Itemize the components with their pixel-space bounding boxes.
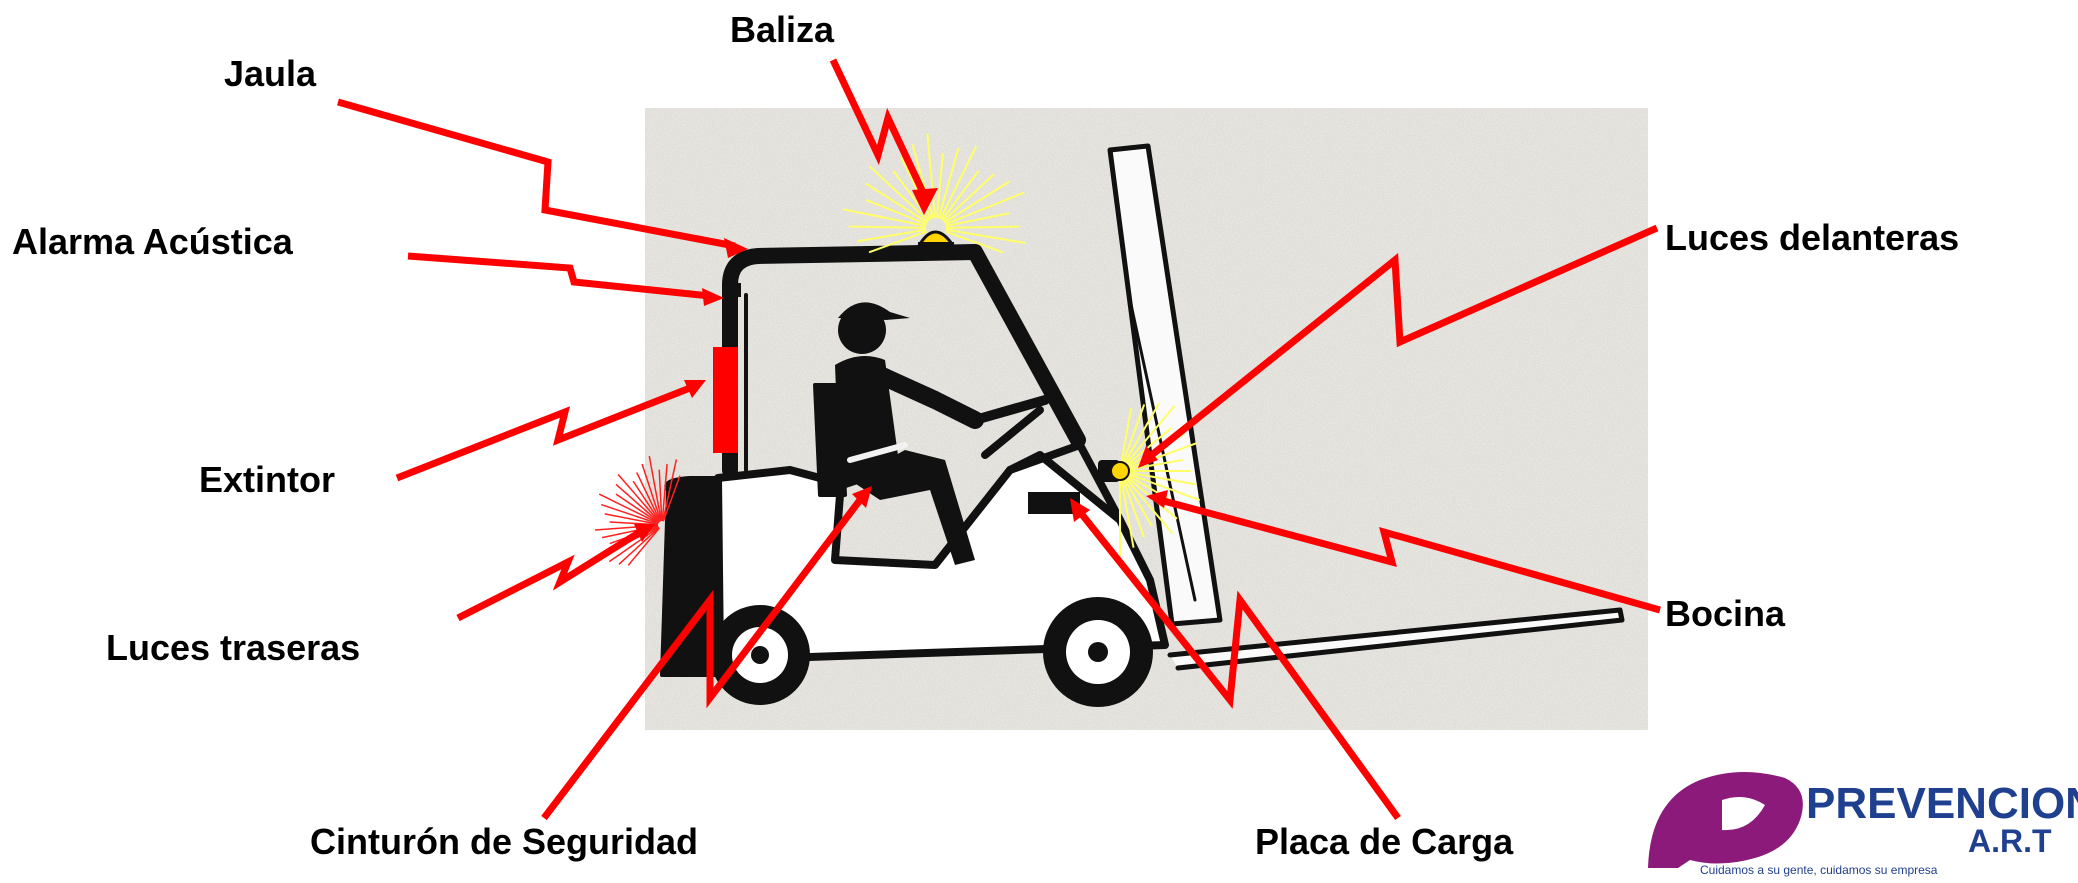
arrowhead-jaula: [724, 238, 748, 258]
label-luces-traseras: Luces traseras: [106, 627, 361, 668]
label-baliza: Baliza: [730, 9, 835, 50]
arrow-luces-delanteras: [1145, 224, 1659, 461]
label-bocina: Bocina: [1665, 593, 1786, 634]
arrow-jaula: [337, 98, 736, 250]
light-ray: [627, 527, 661, 566]
arrowhead-bocina: [1146, 490, 1168, 508]
light-ray: [945, 212, 1010, 227]
label-cinturon: Cinturón de Seguridad: [310, 821, 699, 862]
light-ray: [1122, 404, 1146, 462]
arrow-extintor: [395, 384, 692, 482]
light-ray: [1120, 480, 1135, 548]
operator-arm: [871, 366, 984, 429]
light-ray: [941, 170, 980, 221]
arrow-alarma: [407, 252, 711, 300]
label-extintor: Extintor: [199, 459, 336, 500]
logo-tagline: Cuidamos a su gente, cuidamos su empresa: [1700, 863, 1938, 877]
forklift-illustration: [660, 143, 1625, 707]
light-ray: [641, 463, 662, 522]
front-wheel: [1043, 597, 1153, 707]
logo-name: PREVENCION: [1806, 779, 2078, 828]
light-ray: [1127, 426, 1173, 466]
light-ray: [857, 228, 927, 243]
light-ray: [1122, 480, 1146, 538]
callout-arrows: [337, 58, 1661, 821]
light-ray: [615, 483, 660, 523]
extinguisher: [713, 347, 738, 453]
light-ray: [935, 153, 944, 219]
operator-legs: [850, 450, 975, 565]
light-ray: [848, 225, 927, 229]
light-ray: [945, 228, 1026, 245]
light-ray: [1124, 479, 1153, 527]
light-ray: [1120, 408, 1133, 462]
light-ray: [945, 225, 1020, 229]
label-placa: Placa de Carga: [1255, 821, 1514, 862]
arrowhead-baliza: [912, 188, 938, 215]
arrow-luces-traseras: [456, 529, 642, 622]
light-ray: [868, 165, 930, 222]
light-ray: [604, 513, 659, 525]
arrowhead-luces-traseras: [634, 524, 655, 542]
light-ray: [662, 459, 678, 522]
steering-column: [981, 406, 1044, 459]
light-ray: [865, 199, 928, 226]
operator-cap: [838, 302, 910, 320]
light-ray: [632, 480, 661, 523]
light-ray: [1125, 478, 1174, 535]
light-ray: [1129, 473, 1201, 502]
light-ray: [1129, 471, 1197, 486]
arrowhead-alarma: [702, 288, 724, 306]
light-ray: [615, 493, 660, 524]
light-ray: [842, 208, 927, 227]
seatbelt: [847, 442, 908, 463]
arrowhead-cinturon: [852, 486, 872, 508]
dashboard: [1006, 441, 1124, 524]
arrowhead-extintor: [684, 380, 706, 398]
logo-suffix: A.R.T: [1968, 823, 2052, 859]
prevencion-art-logo: PREVENCION A.R.T Cuidamos a su gente, cu…: [1648, 771, 2078, 877]
light-ray: [617, 473, 660, 523]
front-light: [1098, 403, 1201, 556]
light-ray: [868, 230, 927, 254]
light-ray: [598, 493, 659, 524]
arrow-cinturon: [541, 497, 863, 821]
light-ray: [939, 145, 978, 220]
light-ray: [1125, 405, 1176, 464]
light-ray: [608, 526, 660, 563]
operator-torso: [835, 356, 900, 490]
light-ray: [945, 230, 1004, 254]
light-ray: [658, 469, 663, 522]
light-ray: [943, 180, 1011, 224]
arrowhead-luces-delanteras: [1138, 446, 1158, 468]
light-ray: [944, 191, 1025, 226]
light-ray: [911, 143, 935, 219]
rear-wheel: [710, 605, 810, 705]
arrow-baliza: [829, 58, 932, 205]
label-alarma-acustica: Alarma Acústica: [12, 221, 293, 262]
light-ray: [618, 527, 660, 565]
steering-wheel: [970, 395, 1050, 425]
light-ray: [662, 475, 681, 522]
acoustic-alarm: [727, 283, 741, 297]
label-luces-delanteras: Luces delanteras: [1665, 217, 1960, 258]
light-ray: [648, 456, 663, 522]
light-ray: [937, 147, 960, 219]
light-ray: [661, 463, 668, 522]
arrowhead-placa: [1070, 498, 1090, 522]
light-ray: [636, 472, 661, 522]
light-ray: [865, 182, 929, 224]
light-ray: [942, 173, 995, 222]
light-ray: [1124, 403, 1160, 463]
light-ray: [600, 503, 659, 525]
arrow-placa: [1077, 509, 1401, 821]
beacon: [842, 133, 1026, 254]
label-jaula: Jaula: [224, 53, 317, 94]
load-plate: [1028, 492, 1080, 514]
arrow-bocina: [1159, 496, 1661, 614]
light-ray: [926, 133, 937, 219]
